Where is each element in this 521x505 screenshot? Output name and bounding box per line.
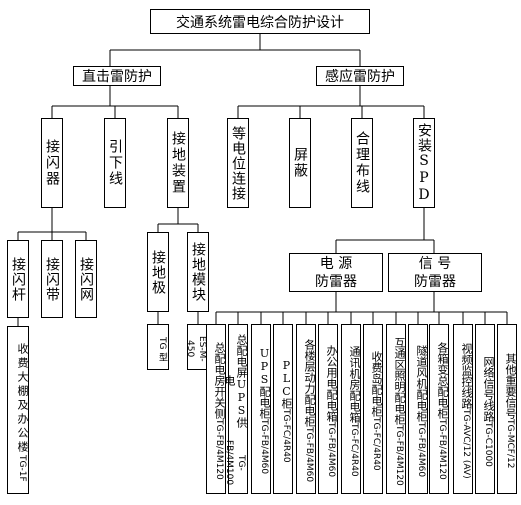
power-leaf-text: 各楼层动力配电柜 xyxy=(303,339,316,428)
signal-leaf-text: 视频监控线路 xyxy=(460,343,473,410)
ground-electrode-code: TG 型 xyxy=(157,336,167,362)
wiring-node: 合理布线 xyxy=(351,118,373,208)
power-leaf-code: TG-FB/4M120 xyxy=(394,424,404,486)
power-leaf-code: TG-FB/4M60 xyxy=(416,421,426,478)
ground-module-code: ES-M-450 xyxy=(185,336,207,362)
spd-node: 安装SPD xyxy=(413,118,435,208)
power-arrester-node: 电 源 防雷器 xyxy=(289,253,383,292)
signal-arrester-line2: 防雷器 xyxy=(414,273,456,290)
power-leaf-code: TG-FC/4R40 xyxy=(281,409,291,463)
signal-leaf-text: 网络信号线路 xyxy=(482,355,495,422)
power-leaf-code: TG-FB/4M60 xyxy=(326,421,336,478)
power-arrester-line1: 电 源 xyxy=(319,255,353,272)
power-leaf-text: 总配电房开关侧 xyxy=(213,342,226,420)
power-leaf-code: TG-FC/4R40 xyxy=(371,417,381,471)
power-leaf-code: TG-FB/4M100 xyxy=(224,440,246,486)
grounding-device-node: 接地装置 xyxy=(167,118,189,208)
power-leaf-text: 通讯机房配电箱 xyxy=(348,345,361,423)
signal-leaf-code: TG-C1000 xyxy=(483,421,493,467)
rod-note-code: TG-1F xyxy=(17,454,27,482)
rod-note-text: 收费大棚及办公楼 xyxy=(16,342,29,455)
equipotential-node: 等电位连接 xyxy=(227,118,249,208)
down-conductor-node: 引下线 xyxy=(104,118,126,208)
power-leaf-text: 隧道风机配电柜 xyxy=(415,344,428,422)
power-leaf-code: TG-FB/4M60 xyxy=(259,419,269,475)
signal-arrester-node: 信 号 防雷器 xyxy=(388,253,482,292)
power-leaf-text: 互通区照明配电柜 xyxy=(393,336,406,425)
power-leaf-code: TG-FB/4M120 xyxy=(214,419,224,480)
power-leaf-text: 各箱变总配电柜 xyxy=(436,342,449,420)
lightning-rod-node: 接闪杆 xyxy=(7,240,29,318)
ground-electrode-leaf: TG 型 xyxy=(147,324,169,370)
ground-module-node: 接地模块 xyxy=(187,232,209,312)
power-leaf-code: TG-FB/4M120 xyxy=(437,419,447,480)
power-leaf-text: PLC柜 xyxy=(280,359,293,410)
power-leaf-text: 收费岛配电柜 xyxy=(370,351,383,418)
power-leaf-text: UPS配电柜 xyxy=(258,347,271,420)
signal-arrester-line1: 信 号 xyxy=(418,255,452,272)
air-terminal-node: 接闪器 xyxy=(41,118,63,208)
signal-leaf-code: TG-MCF/12 xyxy=(505,419,515,469)
lightning-net-node: 接闪网 xyxy=(75,240,97,318)
shielding-node: 屏蔽 xyxy=(289,118,311,208)
lightning-strip-node: 接闪带 xyxy=(41,240,63,318)
power-leaf-code: TG-FC/4R40 xyxy=(349,422,359,477)
ground-electrode-node: 接地极 xyxy=(147,232,169,312)
power-arrester-line2: 防雷器 xyxy=(315,273,357,290)
induced-lightning-node: 感应雷防护 xyxy=(316,66,404,86)
power-leaf-text: 总配电屏UPS供电 xyxy=(223,333,248,428)
direct-lightning-node: 直击雷防护 xyxy=(73,66,161,86)
signal-leaf-text: 其他重要信号 xyxy=(504,353,517,420)
power-leaf-text: 办公用电配电箱 xyxy=(325,344,338,422)
root-node: 交通系统雷电综合防护设计 xyxy=(150,9,370,34)
power-leaf-code: TG-FB/4M60 xyxy=(304,427,314,483)
power-leaf: 总配电屏UPS供电 TG-FB/4M100 xyxy=(223,324,248,494)
signal-leaf-code: TG-AVC/12 (AV) xyxy=(461,409,471,479)
